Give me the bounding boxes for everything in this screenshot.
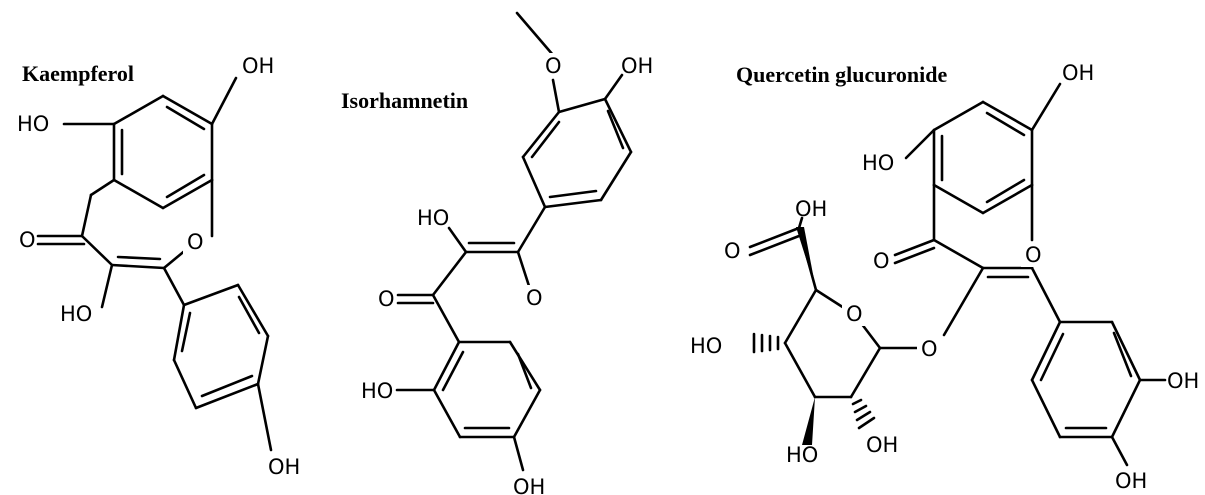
label-carbonyl-o: O [873, 249, 890, 273]
label-glycosidic-o: O [921, 337, 938, 361]
hashed-bond-c4 [752, 332, 780, 354]
atom-labels-kaempferol: OH HO O O HO OH [17, 54, 300, 479]
molecule-quercetin-glucuronide: Quercetin glucuronide [690, 61, 1199, 493]
stereo-bonds-glucuronide [752, 227, 876, 445]
molecule-name-quercetin-glucuronide: Quercetin glucuronide [736, 62, 947, 87]
label-oh-7: OH [1062, 61, 1094, 85]
label-ho-c4: HO [690, 334, 722, 358]
molecule-name-isorhamnetin: Isorhamnetin [341, 88, 468, 113]
label-methoxy-o: O [545, 54, 562, 78]
label-ho-5: HO [862, 151, 894, 175]
label-oh-3prime: OH [1167, 369, 1199, 393]
label-oh-7: OH [513, 475, 545, 495]
label-ho-3: HO [60, 302, 92, 326]
label-oh-4prime: OH [1115, 469, 1147, 493]
label-oh-4prime: OH [621, 54, 653, 78]
label-carbonyl-o: O [19, 228, 36, 252]
label-oh-7: OH [242, 54, 274, 78]
bonds-kaempferol [36, 76, 273, 452]
hashed-bond-c2 [851, 398, 876, 430]
bonds-isorhamnetin [395, 11, 633, 472]
label-ring-o: O [187, 230, 204, 254]
label-pyranose-ring-o: O [846, 302, 863, 326]
label-carboxyl-oh: OH [795, 197, 827, 221]
label-ring-o: O [1025, 243, 1042, 267]
label-ring-o: O [526, 286, 543, 310]
label-oh-4prime: OH [268, 455, 300, 479]
molecule-kaempferol: Kaempferol [17, 54, 300, 479]
label-ho-3: HO [417, 206, 449, 230]
label-ho-5: HO [17, 112, 49, 136]
label-carbonyl-o: O [378, 287, 395, 311]
label-oh-c2: OH [866, 433, 898, 457]
label-carboxyl-o: O [724, 239, 741, 263]
molecule-isorhamnetin: Isorhamnetin [341, 11, 653, 495]
molecule-name-kaempferol: Kaempferol [22, 61, 134, 86]
atom-labels-isorhamnetin: O OH HO O O HO OH [361, 53, 653, 495]
label-ho-5: HO [361, 379, 393, 403]
atom-labels-quercetin-glucuronide: OH HO O O O OH O O HO HO OH OH OH [690, 61, 1199, 493]
label-ho-c3: HO [786, 443, 818, 467]
